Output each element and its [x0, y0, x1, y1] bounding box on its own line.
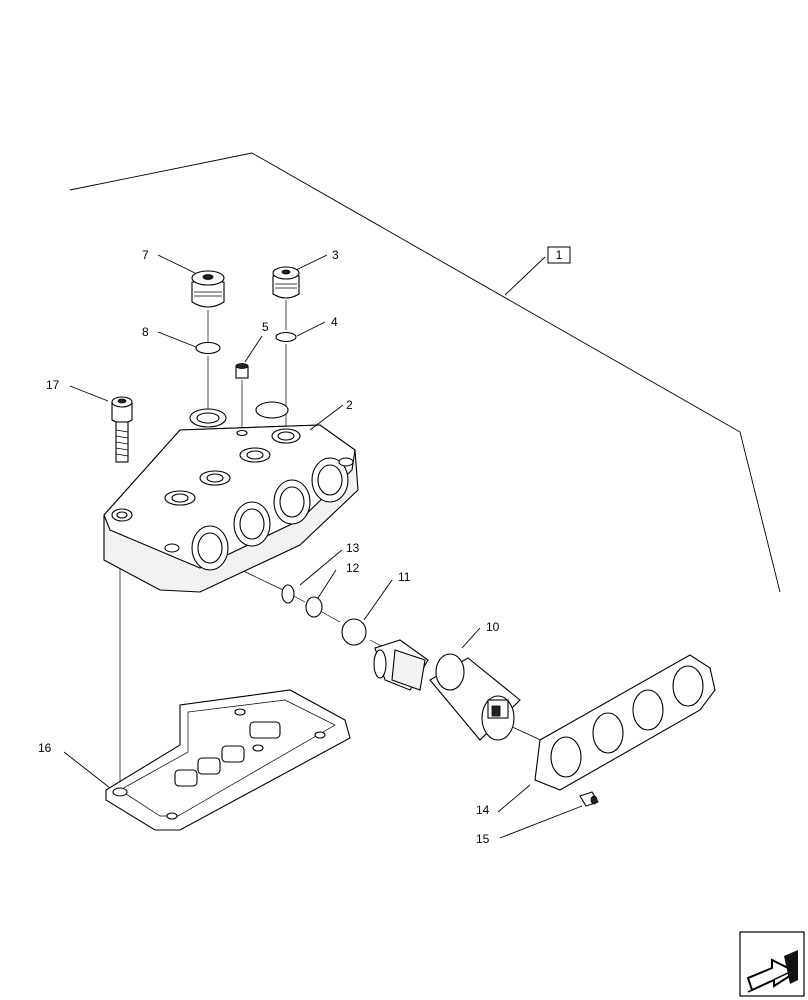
callout-7[interactable]: 7 — [142, 248, 149, 262]
o-ring-part-13[interactable] — [281, 584, 295, 604]
cap-screw-part-17[interactable] — [111, 396, 133, 463]
reference-box[interactable]: 1 — [547, 246, 571, 264]
plug-small-part-3[interactable] — [272, 266, 300, 299]
o-ring-part-4[interactable] — [275, 331, 297, 343]
reference-box-label: 1 — [556, 248, 563, 262]
callout-14[interactable]: 14 — [476, 803, 490, 817]
plug-large-part-7[interactable] — [191, 270, 225, 308]
callout-11[interactable]: 11 — [398, 570, 411, 584]
gasket-part-14[interactable] — [534, 654, 716, 791]
callout-13[interactable]: 13 — [346, 541, 360, 555]
callout-5[interactable]: 5 — [262, 320, 269, 334]
leader-lines — [63, 254, 583, 839]
o-ring-part-8[interactable] — [195, 341, 221, 355]
callout-4[interactable]: 4 — [331, 315, 338, 329]
direction-arrow-icon[interactable] — [739, 931, 805, 997]
callout-15[interactable]: 15 — [476, 832, 490, 846]
solenoid-cartridge-part-10[interactable] — [373, 639, 521, 741]
o-ring-part-12[interactable] — [305, 596, 323, 618]
callout-16[interactable]: 16 — [38, 741, 52, 755]
set-screw-part-5[interactable] — [235, 363, 249, 379]
callout-3[interactable]: 3 — [332, 248, 339, 262]
callout-12[interactable]: 12 — [346, 561, 360, 575]
callout-10[interactable]: 10 — [486, 620, 500, 634]
o-ring-part-11[interactable] — [341, 618, 367, 646]
assembly-outline — [69, 152, 781, 593]
callout-labels: 2 3 4 5 7 8 10 11 12 13 14 15 16 17 — [38, 248, 500, 846]
callout-8[interactable]: 8 — [142, 325, 149, 339]
callout-17[interactable]: 17 — [46, 378, 60, 392]
base-gasket-part-16[interactable] — [105, 689, 351, 831]
screw-part-15[interactable] — [579, 791, 599, 807]
valve-body-part-2[interactable] — [103, 401, 359, 593]
callout-2[interactable]: 2 — [346, 398, 353, 412]
